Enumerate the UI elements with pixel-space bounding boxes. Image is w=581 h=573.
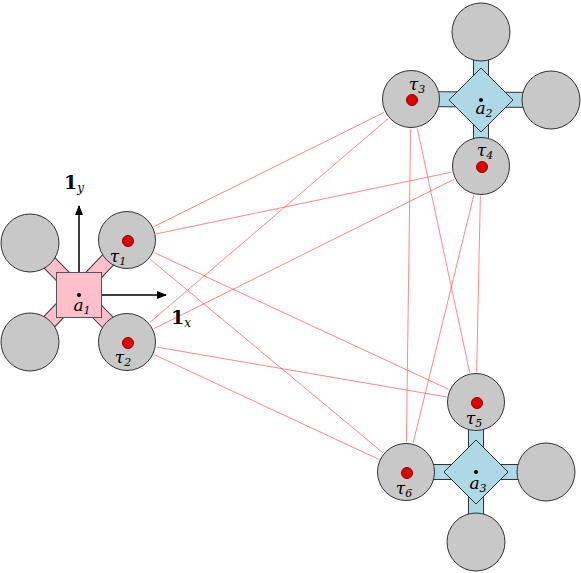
rotor-disc: τ2 <box>98 313 156 371</box>
agent-label: a3 <box>469 475 486 494</box>
rotor-disc: τ6 <box>377 443 435 501</box>
agent-body: a2 <box>448 67 514 133</box>
rotor-disc: τ1 <box>98 211 156 269</box>
agent-body: a3 <box>443 439 509 505</box>
axis-label: 1x <box>171 308 191 329</box>
interaction-line <box>150 259 383 453</box>
thrust-point <box>401 467 413 479</box>
rotor-label: τ3 <box>409 76 425 95</box>
rotor-label: τ6 <box>396 480 412 499</box>
rotor-disc <box>1 3 580 571</box>
agent-label: a2 <box>475 100 492 119</box>
rotor-disc: τ5 <box>447 373 505 431</box>
interaction-line <box>157 347 447 397</box>
thrust-point <box>122 337 134 349</box>
interaction-line <box>154 112 384 226</box>
thrust-point <box>471 397 483 409</box>
agent-body: a1 <box>56 272 102 318</box>
agent-label: a1 <box>73 297 90 316</box>
interaction-line <box>154 253 449 390</box>
interaction-line <box>477 196 481 372</box>
thrust-point <box>406 94 418 106</box>
rotor-label: τ2 <box>115 349 131 368</box>
rotor-disc: τ3 <box>382 70 440 128</box>
rotor-label: τ5 <box>466 410 482 429</box>
interaction-line <box>154 355 379 460</box>
rotor-disc: τ4 <box>452 137 510 195</box>
interaction-line <box>150 119 388 323</box>
rotor-label: τ4 <box>477 142 493 161</box>
rotor-label: τ1 <box>110 248 126 267</box>
thrust-point <box>476 161 488 173</box>
axis-label: 1y <box>64 173 84 194</box>
thrust-point <box>122 235 134 247</box>
center-of-mass <box>474 470 478 474</box>
interaction-line <box>406 129 410 442</box>
